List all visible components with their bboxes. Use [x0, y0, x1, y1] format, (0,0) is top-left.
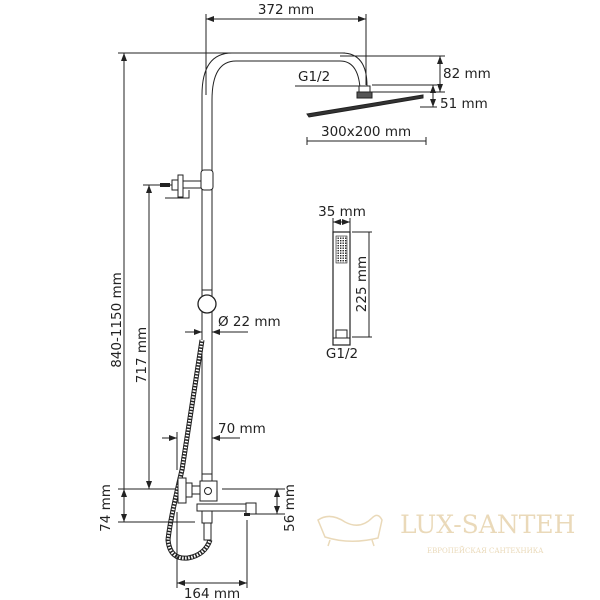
- total-height-label: 840-1150 mm: [109, 272, 125, 368]
- head-connector-label: G1/2: [298, 69, 330, 85]
- head-size-label: 300x200 mm: [321, 124, 411, 140]
- bracket-height-label: 717 mm: [134, 327, 150, 383]
- watermark-brand: LUX-SANTEH: [400, 510, 575, 539]
- shower-hose: [165, 339, 213, 561]
- wall-bracket: [160, 169, 214, 199]
- hand-connector-label: G1/2: [326, 346, 358, 362]
- head-thickness-label: 51 mm: [440, 96, 488, 112]
- arm-length-label: 372 mm: [258, 2, 314, 18]
- hand-width-label: 35 mm: [318, 204, 366, 220]
- pipe-diameter-label: Ø 22 mm: [218, 314, 281, 330]
- rain-shower-head: [306, 85, 424, 118]
- watermark-tagline: ЕВРОПЕЙСКАЯ САНТЕХНИКА: [427, 546, 544, 555]
- watermark-logo: LUX-SANTEH ЕВРОПЕЙСКАЯ САНТЕХНИКА: [317, 510, 575, 555]
- spout-height-label: 56 mm: [282, 484, 298, 532]
- spout-length-label: 164 mm: [184, 586, 240, 600]
- hand-length-label: 225 mm: [354, 256, 370, 312]
- hand-shower: [332, 231, 351, 346]
- hand-shower-slider: [197, 289, 217, 314]
- mixer-height-label: 74 mm: [98, 484, 114, 532]
- wall-offset-label: 70 mm: [218, 421, 266, 437]
- shower-riser-pipe: [118, 52, 368, 475]
- bath-mixer: [177, 473, 257, 541]
- head-drop-label: 82 mm: [443, 66, 491, 82]
